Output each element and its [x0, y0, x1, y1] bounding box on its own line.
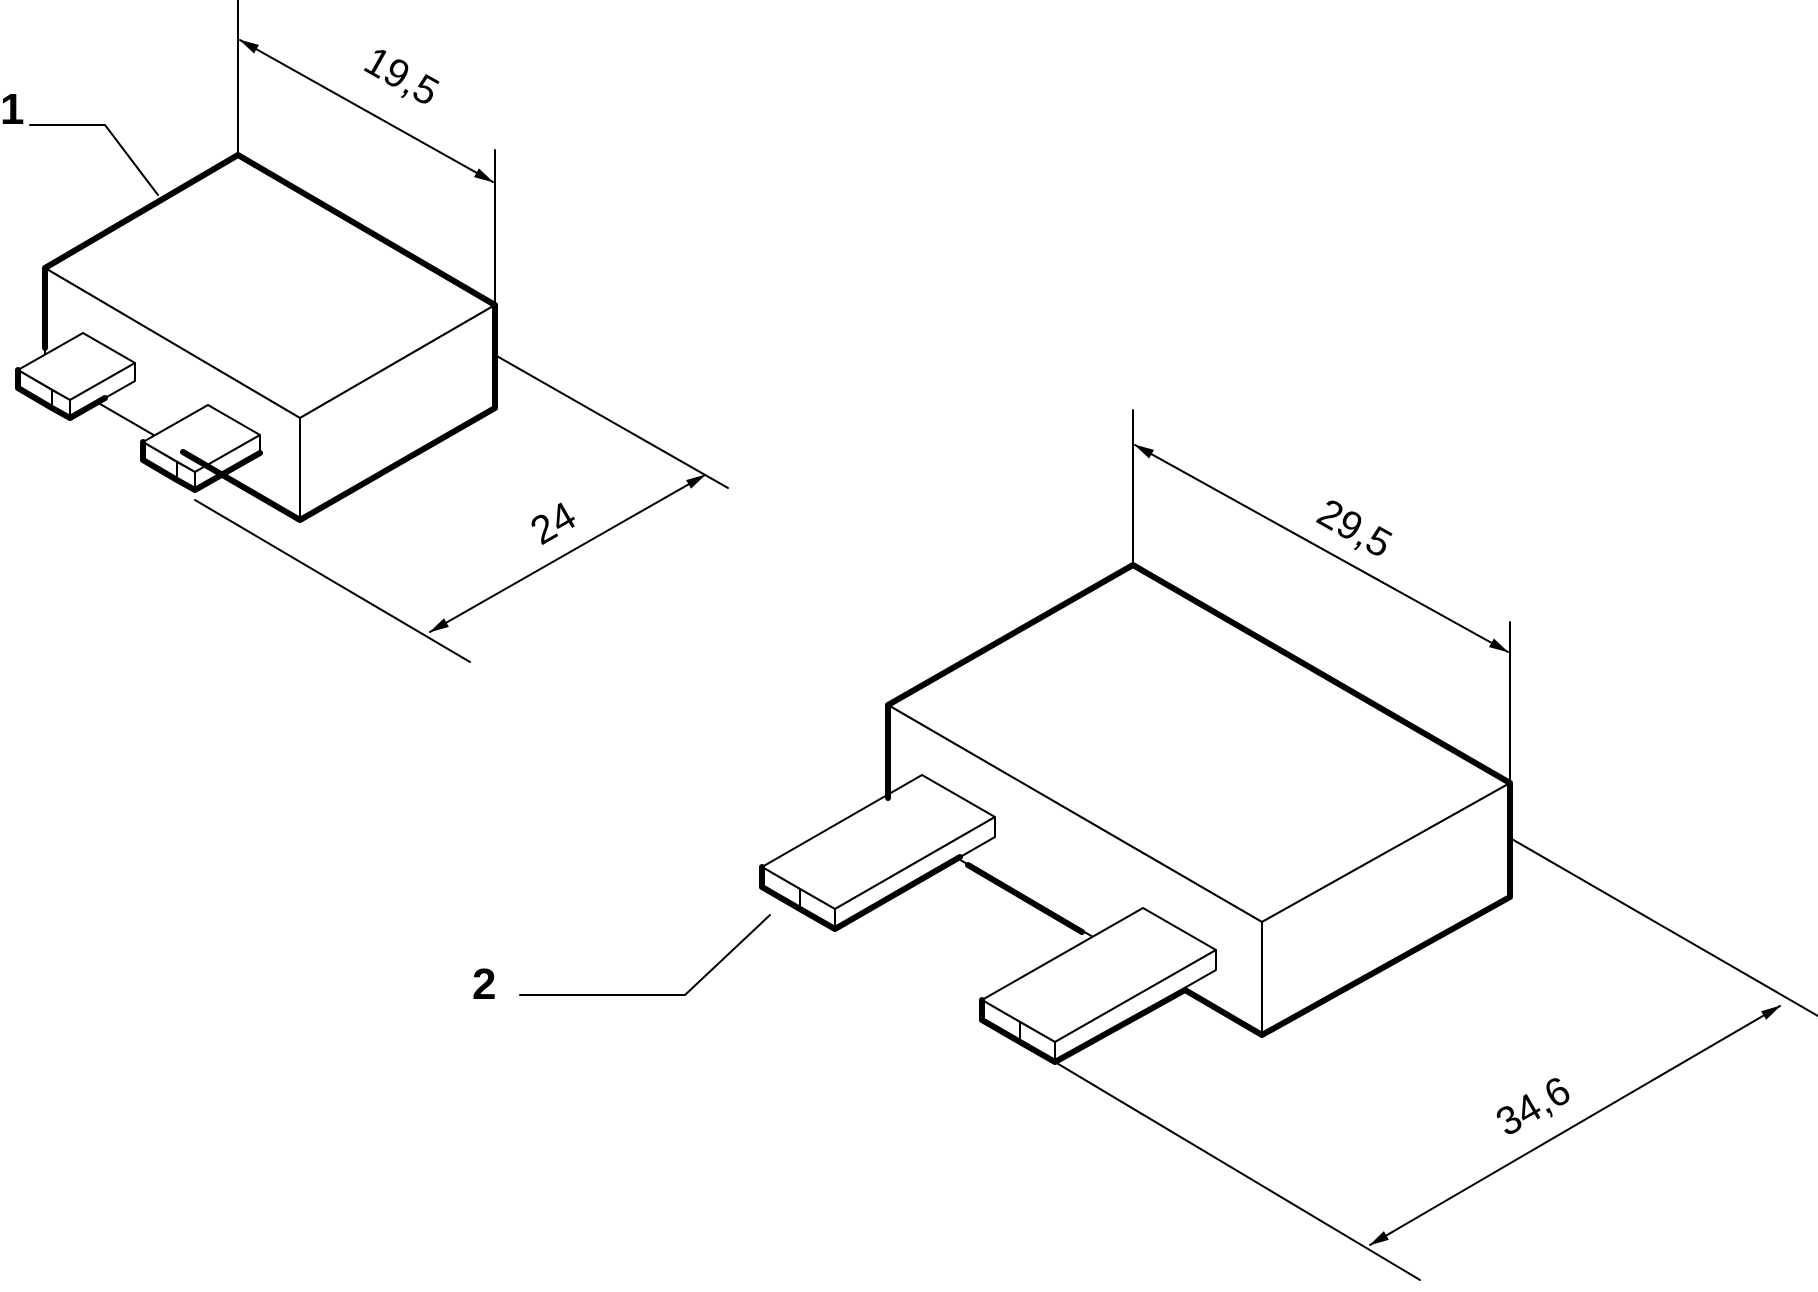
- small-fuse-width-ext-top: [494, 354, 729, 489]
- small-fuse-depth-dim-line: [239, 39, 494, 183]
- large-fuse-label: 2: [472, 960, 496, 1009]
- small-fuse-depth-value: 19,5: [357, 38, 446, 115]
- small-fuse-terminal-left: [17, 332, 136, 419]
- small-fuse-leader-line: [29, 124, 159, 196]
- large-fuse-width-ext-top: [1509, 837, 1818, 1017]
- large-fuse: 29,5 34,6 2: [472, 409, 1818, 1281]
- small-fuse-width-dim-line: [429, 474, 706, 633]
- small-fuse-width-ext-bottom: [194, 499, 471, 663]
- large-fuse-outline: [759, 562, 1513, 1065]
- small-fuse: 19,5 24 1: [0, 0, 729, 663]
- large-fuse-width-ext-bottom: [1054, 1061, 1421, 1281]
- large-fuse-width-value: 34,6: [1489, 1068, 1578, 1145]
- large-fuse-leader-line: [519, 914, 771, 996]
- small-fuse-label: 1: [0, 85, 24, 134]
- large-fuse-width-dim-line: [1369, 1005, 1781, 1246]
- small-fuse-outline: [15, 152, 498, 523]
- small-fuse-width-value: 24: [523, 494, 584, 554]
- large-fuse-depth-dim-line: [1134, 444, 1509, 653]
- large-fuse-terminal-right: [981, 907, 1217, 1063]
- large-fuse-depth-value: 29,5: [1310, 490, 1399, 567]
